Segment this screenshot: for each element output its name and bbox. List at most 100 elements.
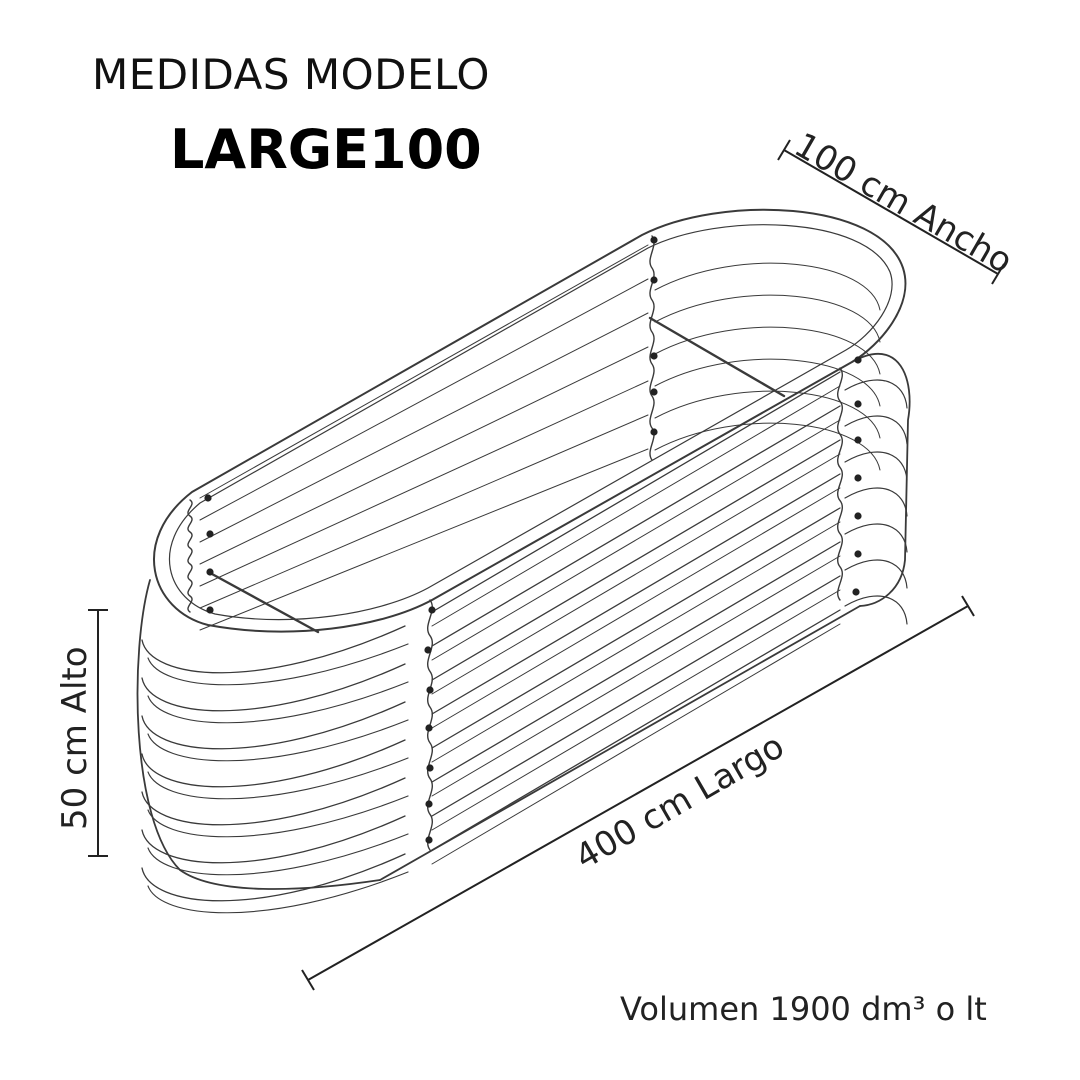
- corrugation-band-right: [844, 487, 908, 517]
- corrugation-band-left: [141, 815, 406, 864]
- bolt-front-left: [426, 686, 434, 694]
- corrugation-band-right: [844, 595, 908, 625]
- front-corrugation-line-inner: [431, 453, 841, 695]
- bolt-front-left: [425, 836, 433, 844]
- volume-label: Volumen 1900 dm³ o lt: [620, 990, 987, 1028]
- bolt-front-left: [426, 764, 434, 772]
- height-dimension: 50 cm Alto: [55, 609, 108, 857]
- length-label: 400 cm Largo: [569, 726, 792, 878]
- corrugation-band-left-inner: [147, 757, 409, 800]
- back-corrugation-line: [199, 346, 649, 565]
- front-corrugation-line: [431, 439, 841, 681]
- back-right-seam: [649, 235, 655, 461]
- corrugation-band-left: [141, 739, 406, 788]
- back-corrugation-line: [199, 312, 649, 543]
- corrugation-band-left: [141, 777, 406, 826]
- corrugation-band-left: [141, 853, 406, 902]
- bolt-back-right: [650, 428, 658, 436]
- corrugation-band-right: [844, 415, 908, 445]
- length-dimension: 400 cm Largo: [301, 595, 975, 991]
- corrugation-band-left: [141, 663, 406, 712]
- width-dimension: 100 cm Ancho: [777, 125, 1019, 285]
- front-corrugation-line: [431, 405, 841, 647]
- width-dimension-tick-start: [777, 139, 791, 161]
- bolt-front-right: [852, 588, 860, 596]
- inner-corrugation-right: [654, 294, 881, 343]
- front-corrugation-line: [431, 541, 841, 783]
- corrugation-band-right: [844, 451, 908, 481]
- front-corrugation-line: [431, 609, 841, 851]
- bolt-front-left: [425, 724, 433, 732]
- bolt-front-right: [854, 550, 862, 558]
- front-corrugation-line-inner: [431, 487, 841, 729]
- inner-corrugation-right: [654, 262, 881, 311]
- corrugation-band-left-inner: [147, 681, 409, 724]
- front-corrugation-line-inner: [431, 589, 841, 831]
- bolt-back-right: [650, 276, 658, 284]
- front-bottom-edge: [379, 605, 861, 881]
- front-right-seam: [837, 367, 843, 601]
- front-corrugation-line-inner: [431, 385, 841, 627]
- height-label: 50 cm Alto: [55, 646, 95, 830]
- corrugation-band-right: [844, 523, 908, 553]
- front-corrugation-line: [431, 575, 841, 817]
- corrugation-band-left-inner: [147, 871, 409, 914]
- inner-corrugation-right: [654, 326, 881, 375]
- length-dimension-tick-start: [301, 969, 315, 991]
- back-corrugation-line: [199, 448, 649, 631]
- bolt-front-right: [854, 400, 862, 408]
- bolt-back-left: [206, 606, 214, 614]
- inner-corrugation-right: [654, 390, 881, 439]
- bolt-back-right: [650, 388, 658, 396]
- raised-planter-bed: [136, 208, 911, 914]
- bolt-back-right: [650, 352, 658, 360]
- width-dimension-tick-end: [991, 263, 1005, 285]
- width-dimension-line: [783, 149, 999, 275]
- bolt-front-right: [854, 474, 862, 482]
- corrugation-band-right: [844, 379, 908, 409]
- bolt-front-left: [428, 606, 436, 614]
- back-corrugation-line: [199, 278, 649, 521]
- bolt-back-left: [206, 568, 214, 576]
- corrugation-band-left-inner: [147, 795, 409, 838]
- width-label: 100 cm Ancho: [788, 125, 1019, 282]
- bolt-front-left: [424, 646, 432, 654]
- bolt-front-right: [854, 512, 862, 520]
- front-corrugation-line-inner: [431, 555, 841, 797]
- front-corrugation-line: [431, 473, 841, 715]
- bolt-front-right: [854, 356, 862, 364]
- back-corrugation-line: [199, 244, 649, 499]
- planter-rim-outer: [153, 208, 907, 633]
- back-left-seam: [187, 499, 193, 613]
- left-end-cap-outline: [136, 579, 381, 890]
- front-corrugation-line-inner: [431, 521, 841, 763]
- front-corrugation-line: [431, 371, 841, 613]
- diagram-title: MEDIDAS MODELO: [92, 50, 490, 99]
- corrugation-band-left-inner: [147, 719, 409, 762]
- bolt-front-right: [854, 436, 862, 444]
- inner-corrugation-right: [654, 358, 881, 407]
- length-dimension-line: [307, 605, 969, 981]
- bolt-set: [204, 236, 862, 844]
- model-name: LARGE100: [170, 118, 482, 181]
- right-end-cap-outline: [851, 353, 911, 607]
- cross-brace-left: [210, 572, 320, 634]
- front-corrugation-line: [431, 507, 841, 749]
- corrugation-band-left-inner: [147, 833, 409, 876]
- corrugation-band-left: [141, 701, 406, 750]
- cross-brace-right: [648, 316, 786, 398]
- corrugation-band-right: [844, 559, 908, 589]
- bolt-back-right: [650, 236, 658, 244]
- corrugation-band-left: [141, 625, 406, 674]
- corrugation-band-left-inner: [147, 643, 409, 686]
- inner-corrugation-right: [654, 422, 881, 471]
- front-corrugation-line-inner: [431, 419, 841, 661]
- bolt-back-left: [206, 530, 214, 538]
- bolt-front-left: [425, 800, 433, 808]
- front-corrugation-line-inner: [431, 623, 841, 865]
- back-corrugation-line: [199, 414, 649, 609]
- bolt-back-left: [204, 494, 212, 502]
- length-dimension-tick-end: [961, 595, 975, 617]
